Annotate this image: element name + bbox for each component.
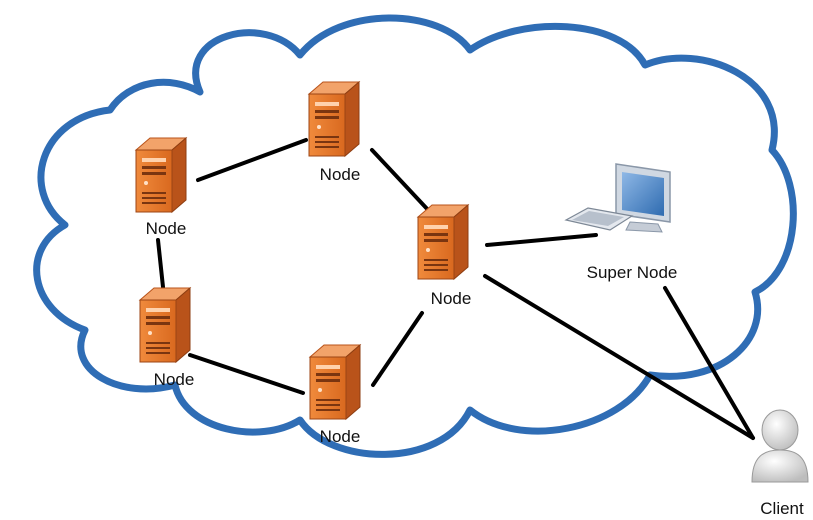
link-center-to-super-node: [485, 233, 598, 247]
link-bottom-to-center: [371, 311, 424, 387]
server-icon: [139, 287, 191, 363]
link-top-to-center: [370, 148, 432, 214]
node-label-bottom: Node: [320, 427, 361, 446]
node-label-left-upper: Node: [146, 219, 187, 238]
node-label-left-lower: Node: [154, 370, 195, 389]
link-center-to-client: [483, 274, 755, 440]
super-node-label: Super Node: [587, 263, 678, 282]
server-icon: [135, 137, 187, 213]
node-label-center: Node: [431, 289, 472, 308]
client-label: Client: [760, 499, 804, 518]
link-left-upper-to-left-lower: [156, 238, 165, 289]
link-left-upper-to-top: [196, 138, 308, 182]
server-icon: [308, 81, 360, 157]
node-label-top: Node: [320, 165, 361, 184]
link-super-node-to-client: [663, 286, 755, 440]
network-cloud: [33, 14, 797, 458]
server-icon: [309, 344, 361, 420]
server-icon: [417, 204, 469, 280]
link-left-lower-to-bottom: [188, 353, 305, 395]
links: [156, 138, 755, 440]
user-icon: [751, 409, 809, 483]
